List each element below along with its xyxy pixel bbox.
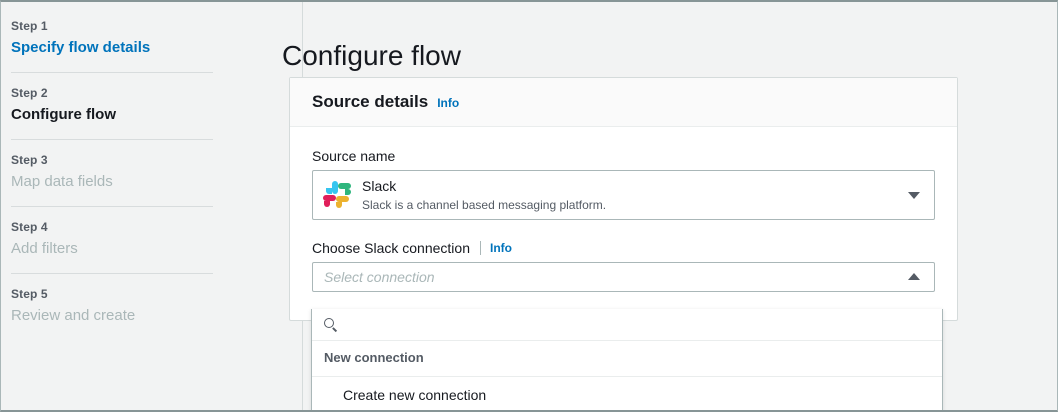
connection-info-link[interactable]: Info (490, 241, 512, 255)
sidebar-item-step-2[interactable]: Step 2 Configure flow (1, 85, 302, 126)
source-name-option-description: Slack is a channel based messaging platf… (362, 198, 607, 212)
source-name-label: Source name (312, 148, 396, 164)
step-number-5: Step 5 (11, 287, 48, 301)
source-details-card: Source details Info Source name (289, 77, 958, 321)
source-details-body: Source name Slack Sl (290, 127, 957, 320)
dropdown-group-label: New connection (312, 341, 942, 377)
connection-combobox[interactable]: Select connection (312, 262, 935, 292)
wizard-steps-sidebar: Step 1 Specify flow details Step 2 Confi… (1, 2, 303, 410)
sidebar-item-step-3: Step 3 Map data fields (1, 152, 302, 193)
source-name-option-text: Slack Slack is a channel based messaging… (362, 177, 606, 213)
connection-label-row: Choose Slack connection Info (312, 239, 935, 257)
chevron-down-icon[interactable] (908, 192, 920, 199)
step-number-4: Step 4 (11, 220, 48, 234)
sidebar-item-step-1[interactable]: Step 1 Specify flow details (1, 18, 302, 59)
step-number-1: Step 1 (11, 19, 48, 33)
source-name-label-row: Source name (312, 147, 935, 165)
step-separator-3 (11, 206, 213, 207)
connection-placeholder: Select connection (324, 269, 435, 285)
dropdown-search-input[interactable] (346, 315, 930, 334)
step-title-specify-flow-details[interactable]: Specify flow details (11, 39, 151, 56)
connection-label: Choose Slack connection (312, 240, 470, 256)
dropdown-item-create-new-connection[interactable]: Create new connection (343, 387, 487, 403)
step-title-configure-flow: Configure flow (11, 106, 116, 123)
step-number-2: Step 2 (11, 86, 48, 100)
sidebar-item-step-5: Step 5 Review and create (1, 286, 302, 327)
label-divider (480, 241, 481, 255)
page-title: Configure flow (282, 39, 461, 71)
connection-dropdown-panel: New connection Create new connection (311, 309, 943, 410)
step-separator-1 (11, 72, 213, 73)
step-separator-4 (11, 273, 213, 274)
sidebar-item-step-4: Step 4 Add filters (1, 219, 302, 260)
dropdown-search-row[interactable] (312, 309, 942, 341)
step-title-add-filters: Add filters (11, 240, 78, 257)
step-title-map-data-fields: Map data fields (11, 173, 113, 190)
source-details-heading: Source details (312, 92, 429, 111)
search-icon (324, 317, 338, 332)
source-name-option-title: Slack (362, 178, 397, 194)
page-title-wrap: Configure flow (282, 2, 1057, 73)
field-spacer (312, 220, 935, 239)
source-name-select[interactable]: Slack Slack is a channel based messaging… (312, 170, 935, 220)
slack-logo-icon (323, 181, 351, 209)
source-details-header: Source details Info (290, 78, 957, 127)
step-title-review-and-create: Review and create (11, 307, 136, 324)
step-number-3: Step 3 (11, 153, 48, 167)
chevron-up-icon[interactable] (908, 273, 920, 280)
source-details-info-link[interactable]: Info (437, 96, 460, 110)
step-separator-2 (11, 139, 213, 140)
